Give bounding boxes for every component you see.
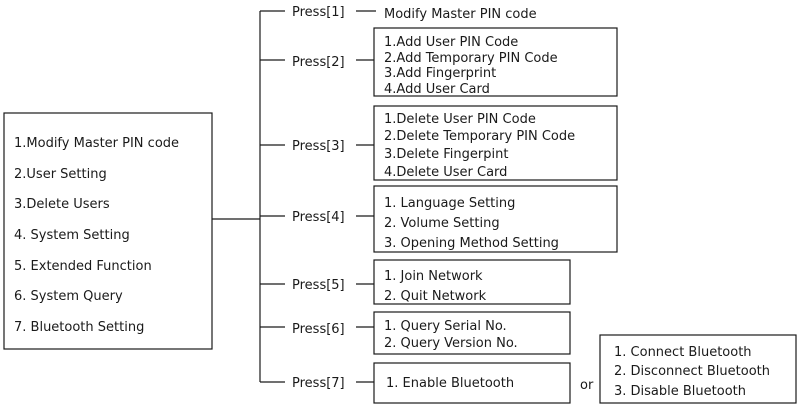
or-label: or (580, 378, 594, 393)
press-7-box (373, 362, 571, 404)
press-1-result: Modify Master PIN code (384, 7, 537, 22)
press-2-box (373, 27, 618, 97)
press-2-item-2: 2.Add Temporary PIN Code (384, 51, 558, 66)
bluetooth-alt-item-2: 2. Disconnect Bluetooth (614, 364, 770, 379)
press-5-label: Press[5] (292, 278, 345, 293)
press-3-item-4: 4.Delete User Card (384, 165, 507, 180)
main-menu-item-1: 1.Modify Master PIN code (14, 136, 179, 151)
bluetooth-alt-item-1: 1. Connect Bluetooth (614, 345, 752, 360)
press-3-item-1: 1.Delete User PIN Code (384, 112, 536, 127)
press-6-label: Press[6] (292, 322, 345, 337)
press-5-item-1: 1. Join Network (384, 269, 483, 284)
press-2-item-1: 1.Add User PIN Code (384, 35, 518, 50)
press-7-item-1: 1. Enable Bluetooth (386, 376, 514, 391)
main-menu-box (3, 112, 213, 350)
press-6-box (373, 311, 571, 355)
main-menu-item-4: 4. System Setting (14, 228, 130, 243)
bluetooth-alt-item-3: 3. Disable Bluetooth (614, 384, 746, 399)
press-4-item-1: 1. Language Setting (384, 196, 515, 211)
press-6-item-2: 2. Query Version No. (384, 336, 518, 351)
press-4-item-2: 2. Volume Setting (384, 216, 500, 231)
press-3-item-3: 3.Delete Fingerpint (384, 147, 508, 162)
press-4-label: Press[4] (292, 210, 345, 225)
press-7-label: Press[7] (292, 376, 345, 391)
press-5-box (373, 259, 571, 305)
press-4-box (373, 185, 618, 253)
press-4-item-3: 3. Opening Method Setting (384, 236, 559, 251)
main-menu-item-6: 6. System Query (14, 289, 123, 304)
press-6-item-1: 1. Query Serial No. (384, 319, 507, 334)
main-menu-item-7: 7. Bluetooth Setting (14, 320, 144, 335)
press-2-item-4: 4.Add User Card (384, 82, 490, 97)
press-3-label: Press[3] (292, 139, 345, 154)
press-5-item-2: 2. Quit Network (384, 289, 487, 304)
press-3-item-2: 2.Delete Temporary PIN Code (384, 129, 575, 144)
press-2-item-3: 3.Add Fingerprint (384, 66, 496, 81)
press-1-label: Press[1] (292, 5, 345, 20)
main-menu-item-2: 2.User Setting (14, 167, 107, 182)
press-3-box (373, 105, 618, 181)
press-2-label: Press[2] (292, 55, 345, 70)
main-menu-item-3: 3.Delete Users (14, 197, 110, 212)
main-menu-item-5: 5. Extended Function (14, 259, 152, 274)
bluetooth-alt-box (599, 334, 797, 404)
